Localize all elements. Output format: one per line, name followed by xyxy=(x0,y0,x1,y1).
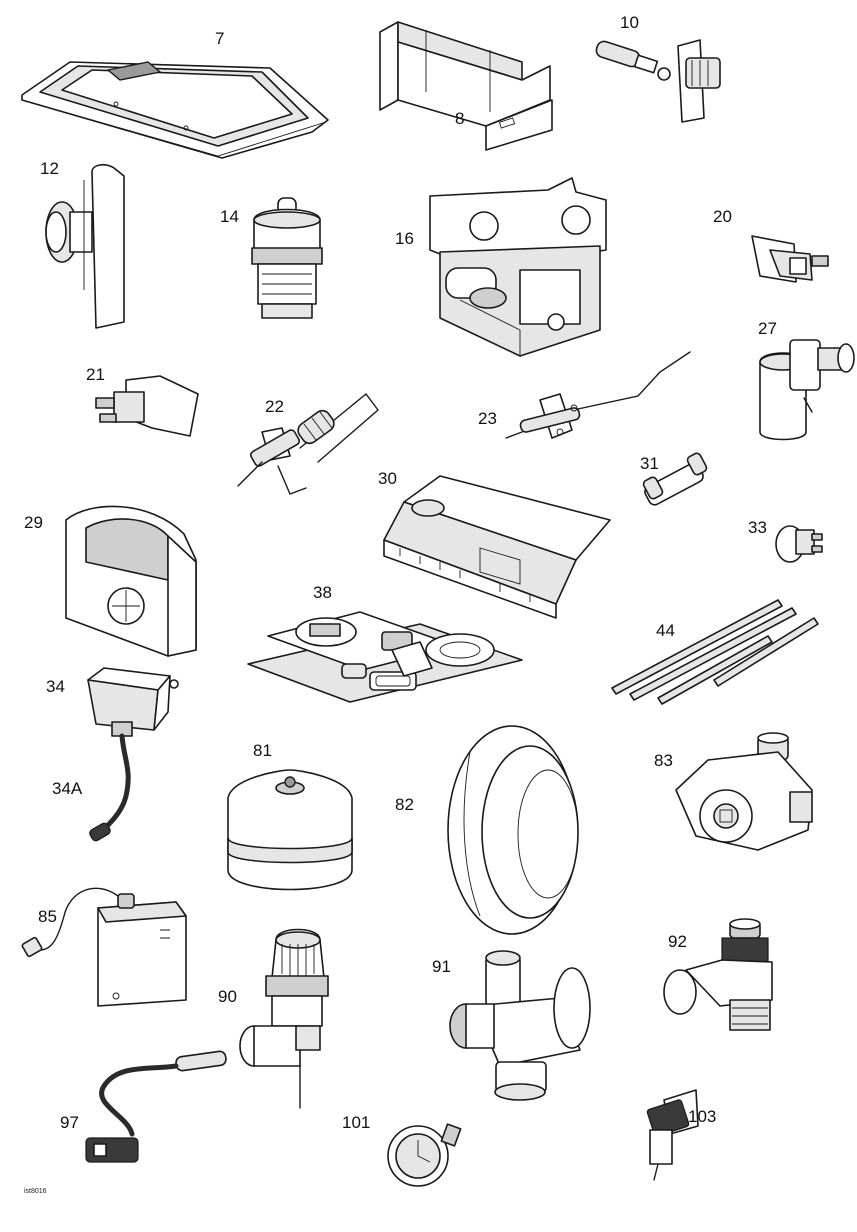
part-label-90: 90 xyxy=(218,987,237,1006)
part-20-drawing xyxy=(751,235,829,283)
part-33-drawing xyxy=(775,525,823,563)
part-label-14: 14 xyxy=(220,207,239,226)
part-29-drawing xyxy=(65,505,197,657)
part-97-drawing xyxy=(85,1050,227,1163)
drawing-reference-code: ist8016 xyxy=(24,1188,47,1195)
part-101-drawing xyxy=(387,1123,462,1187)
part-22-drawing xyxy=(237,392,379,495)
part-label-34A: 34A xyxy=(52,779,83,798)
part-label-29: 29 xyxy=(24,513,43,532)
part-85-drawing xyxy=(21,887,187,1007)
part-81-drawing xyxy=(227,769,353,891)
part-label-44: 44 xyxy=(656,621,675,640)
part-34A-drawing xyxy=(89,733,131,842)
part-14-drawing xyxy=(251,197,323,319)
part-31-drawing xyxy=(642,452,708,506)
part-label-91: 91 xyxy=(432,957,451,976)
part-label-27: 27 xyxy=(758,319,777,338)
part-label-8: 8 xyxy=(455,109,465,128)
part-83-drawing xyxy=(675,732,813,851)
part-44-drawing xyxy=(611,599,819,705)
part-7-drawing xyxy=(21,61,329,159)
part-label-30: 30 xyxy=(378,469,397,488)
part-label-101: 101 xyxy=(342,1113,371,1132)
part-label-103: 103 xyxy=(688,1107,717,1126)
part-10-drawing xyxy=(595,39,721,123)
part-12-drawing xyxy=(45,163,125,329)
part-label-20: 20 xyxy=(713,207,732,226)
part-8-drawing xyxy=(379,21,553,151)
part-23-drawing xyxy=(505,351,691,439)
part-label-16: 16 xyxy=(395,229,414,248)
part-label-38: 38 xyxy=(313,583,332,602)
part-label-97: 97 xyxy=(60,1113,79,1132)
part-38-drawing xyxy=(247,611,523,703)
part-16-drawing xyxy=(429,177,607,357)
part-label-33: 33 xyxy=(748,518,767,537)
part-91-drawing xyxy=(449,950,591,1101)
part-label-12: 12 xyxy=(40,159,59,178)
part-90-drawing xyxy=(239,928,329,1109)
part-label-10: 10 xyxy=(620,13,639,32)
part-label-21: 21 xyxy=(86,365,105,384)
part-21-drawing xyxy=(95,375,199,437)
part-92-drawing xyxy=(663,918,773,1031)
part-label-85: 85 xyxy=(38,907,57,926)
part-label-7: 7 xyxy=(215,29,225,48)
part-label-31: 31 xyxy=(640,454,659,473)
part-34-drawing xyxy=(87,667,179,737)
part-30-drawing xyxy=(383,475,611,619)
part-103-drawing xyxy=(646,1089,699,1181)
part-label-34: 34 xyxy=(46,677,65,696)
part-label-81: 81 xyxy=(253,741,272,760)
part-27-drawing xyxy=(759,339,855,441)
part-label-23: 23 xyxy=(478,409,497,428)
part-label-83: 83 xyxy=(654,751,673,770)
part-label-92: 92 xyxy=(668,932,687,951)
part-82-drawing xyxy=(447,725,579,935)
part-label-22: 22 xyxy=(265,397,284,416)
part-label-82: 82 xyxy=(395,795,414,814)
